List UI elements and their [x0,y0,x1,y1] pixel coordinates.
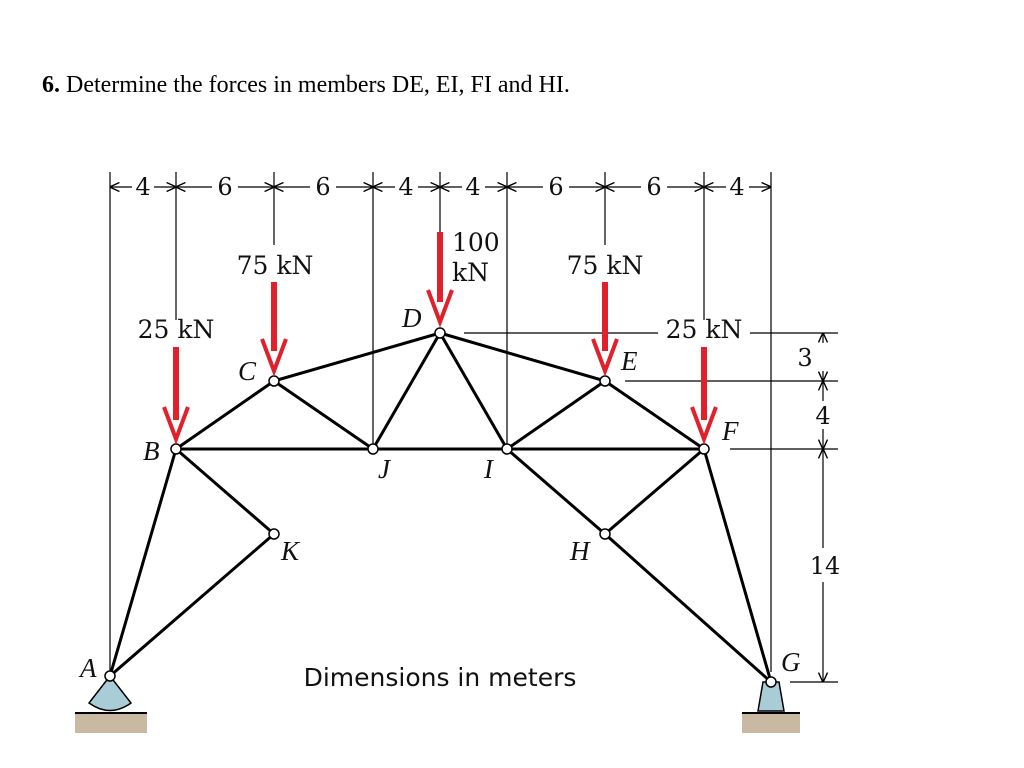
node-label-f: F [721,416,739,446]
node-label-g: G [781,647,801,677]
node-label-e: E [620,346,638,376]
truss-joints [104,327,777,688]
member-bc [175,379,275,451]
joint-i [501,443,513,455]
member-hi [506,447,606,536]
load-label-d-line2: kN [452,258,489,287]
node-label-j: J [378,454,392,484]
load-label-b: 25 kN [138,315,215,344]
dim-label-h2: 6 [217,173,232,201]
rocker-support-a [87,674,133,712]
member-gh [604,532,772,684]
load-arrow-b [162,347,190,445]
dim-label-h1: 4 [135,173,150,201]
node-label-h: H [569,536,591,566]
dim-label-v2: 4 [815,402,830,430]
dim-label-h7: 6 [646,173,661,201]
dim-label-v1: 3 [797,344,812,372]
member-de [439,331,606,383]
load-label-e: 75 kN [567,251,644,280]
load-label-d-line1: 100 [452,228,500,257]
load-arrow-f [690,347,718,445]
dim-label-h4: 4 [398,173,413,201]
node-label-c: C [238,356,257,386]
problem-text: Determine the forces in members DE, EI, … [66,72,570,98]
joint-h [599,528,611,540]
load-label-f: 25 kN [666,315,743,344]
load-arrow-e [591,282,619,377]
node-label-i: I [483,454,495,484]
joint-c [268,375,280,387]
member-bk [175,447,275,536]
member-fh [604,447,705,536]
dimensions-note: Dimensions in meters [304,663,577,692]
ground-strips [75,712,800,733]
member-cd [273,331,441,383]
node-label-b: B [143,436,160,466]
member-ak [109,532,275,678]
ground-right [742,713,800,733]
truss-members [108,331,773,684]
member-fg [702,448,773,683]
ground-left [75,713,147,733]
member-dj [371,332,442,450]
problem-number: 6. [42,72,60,98]
load-arrow-c [260,282,288,377]
dim-label-h3: 6 [315,173,330,201]
member-ef [604,379,705,451]
member-di [438,332,509,450]
member-cj [273,379,374,451]
problem-statement: 6. Determine the forces in members DE, E… [42,72,570,99]
dim-label-h5: 4 [465,173,480,201]
joint-d [434,327,446,339]
node-label-k: K [280,536,301,566]
joint-e [599,375,611,387]
load-arrows [162,232,718,445]
joint-g [765,676,777,688]
member-ei [506,379,606,451]
node-label-a: A [78,653,97,683]
joint-a [104,670,116,682]
load-label-c: 75 kN [237,251,314,280]
joint-j [367,443,379,455]
dim-label-h8: 4 [729,173,744,201]
node-label-d: D [401,303,422,333]
joint-k [268,528,280,540]
dim-label-v3: 14 [810,552,841,580]
joint-b [170,443,182,455]
pin-support-g [757,681,785,712]
dim-label-h6: 6 [548,173,563,201]
load-arrow-d [426,232,454,328]
joint-f [698,443,710,455]
member-ab [108,448,178,677]
